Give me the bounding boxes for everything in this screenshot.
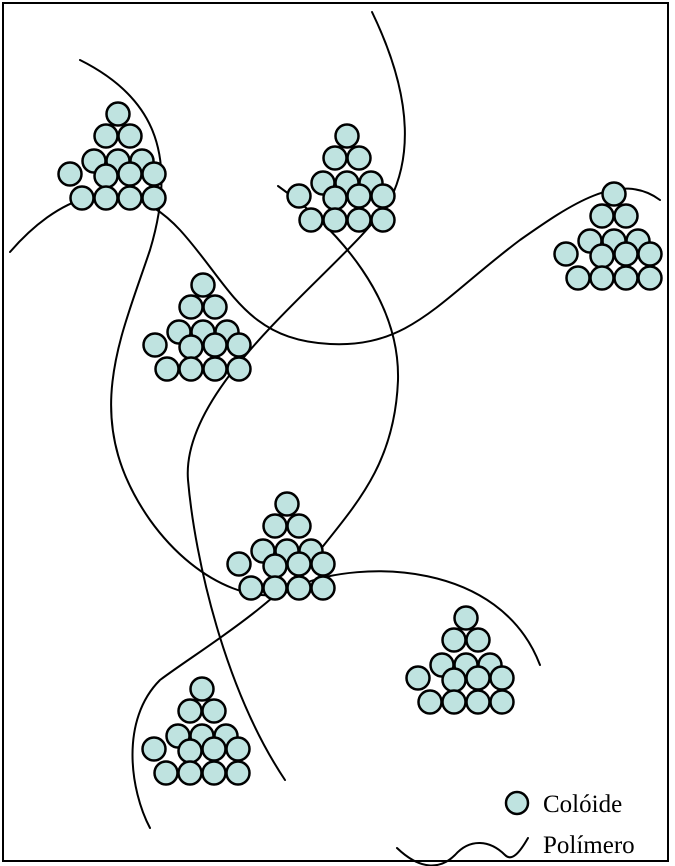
colloid-clusters (59, 103, 662, 785)
colloid-particle (143, 163, 166, 186)
colloid-particle (443, 691, 466, 714)
colloid-legend-icon (506, 792, 528, 814)
colloid-particle (615, 243, 638, 266)
colloid-cluster (555, 183, 662, 290)
colloid-particle (180, 358, 203, 381)
colloid-particle (467, 691, 490, 714)
colloid-particle (639, 243, 662, 266)
colloid-cluster (143, 678, 250, 785)
colloid-particle (227, 762, 250, 785)
colloid-particle (491, 691, 514, 714)
colloid-particle (119, 163, 142, 186)
colloid-particle (227, 738, 250, 761)
colloid-particle (639, 267, 662, 290)
colloid-cluster (144, 274, 251, 381)
colloid-particle (555, 243, 578, 266)
colloid-particle (228, 553, 251, 576)
colloid-particle (372, 209, 395, 232)
colloid-particle (180, 336, 203, 359)
colloid-particle (300, 209, 323, 232)
colloid-particle (591, 205, 614, 228)
colloid-cluster (288, 125, 395, 232)
colloid-particle (419, 691, 442, 714)
colloid-particle (615, 267, 638, 290)
colloid-particle (143, 738, 166, 761)
colloid-particle (204, 296, 227, 319)
colloid-particle (204, 358, 227, 381)
colloid-legend-label: Colóide (543, 791, 622, 818)
colloid-particle (336, 125, 359, 148)
colloid-particle (288, 553, 311, 576)
colloid-particle (59, 163, 82, 186)
polymer-chain (397, 838, 528, 865)
colloid-particle (288, 515, 311, 538)
colloid-particle (264, 577, 287, 600)
colloid-particle (179, 740, 202, 763)
colloid-particle (71, 187, 94, 210)
colloid-particle (324, 187, 347, 210)
colloid-particle (603, 183, 626, 206)
colloid-particle (192, 274, 215, 297)
colloid-particle (407, 667, 430, 690)
colloid-particle (567, 267, 590, 290)
colloid-particle (179, 762, 202, 785)
colloid-particle (312, 553, 335, 576)
colloid-particle (288, 185, 311, 208)
colloid-particle (95, 125, 118, 148)
colloid-particle (288, 577, 311, 600)
colloid-particle (348, 185, 371, 208)
polymer-chain (188, 12, 405, 780)
colloid-particle (203, 762, 226, 785)
colloid-particle (203, 738, 226, 761)
colloid-cluster (59, 103, 166, 210)
colloid-particle (324, 147, 347, 170)
colloid-particle (156, 358, 179, 381)
colloid-particle (264, 515, 287, 538)
polymer-legend-label: Polímero (543, 832, 635, 859)
colloid-particle (155, 762, 178, 785)
colloid-particle (143, 187, 166, 210)
colloid-particle (180, 296, 203, 319)
colloid-particle (95, 165, 118, 188)
colloid-particle (203, 700, 226, 723)
colloid-particle (312, 577, 335, 600)
colloid-particle (348, 209, 371, 232)
colloid-particle (228, 358, 251, 381)
colloid-particle (264, 555, 287, 578)
colloid-particle (455, 607, 478, 630)
colloid-particle (107, 103, 130, 126)
colloid-particle (276, 493, 299, 516)
colloid-particle (591, 245, 614, 268)
colloid-particle (615, 205, 638, 228)
colloid-particle (467, 667, 490, 690)
legend: Colóide Polímero (506, 791, 635, 859)
colloid-particle (467, 629, 490, 652)
colloid-particle (144, 334, 167, 357)
colloid-cluster (407, 607, 514, 714)
colloid-particle (119, 125, 142, 148)
colloid-particle (191, 678, 214, 701)
colloid-particle (204, 334, 227, 357)
colloid-cluster (228, 493, 335, 600)
colloid-particle (95, 187, 118, 210)
colloid-particle (591, 267, 614, 290)
colloid-particle (372, 185, 395, 208)
colloid-particle (228, 334, 251, 357)
colloid-particle (491, 667, 514, 690)
colloid-particle (119, 187, 142, 210)
colloid-particle (179, 700, 202, 723)
colloid-particle (443, 629, 466, 652)
colloid-particle (240, 577, 263, 600)
colloid-particle (443, 669, 466, 692)
colloid-particle (348, 147, 371, 170)
colloid-particle (324, 209, 347, 232)
